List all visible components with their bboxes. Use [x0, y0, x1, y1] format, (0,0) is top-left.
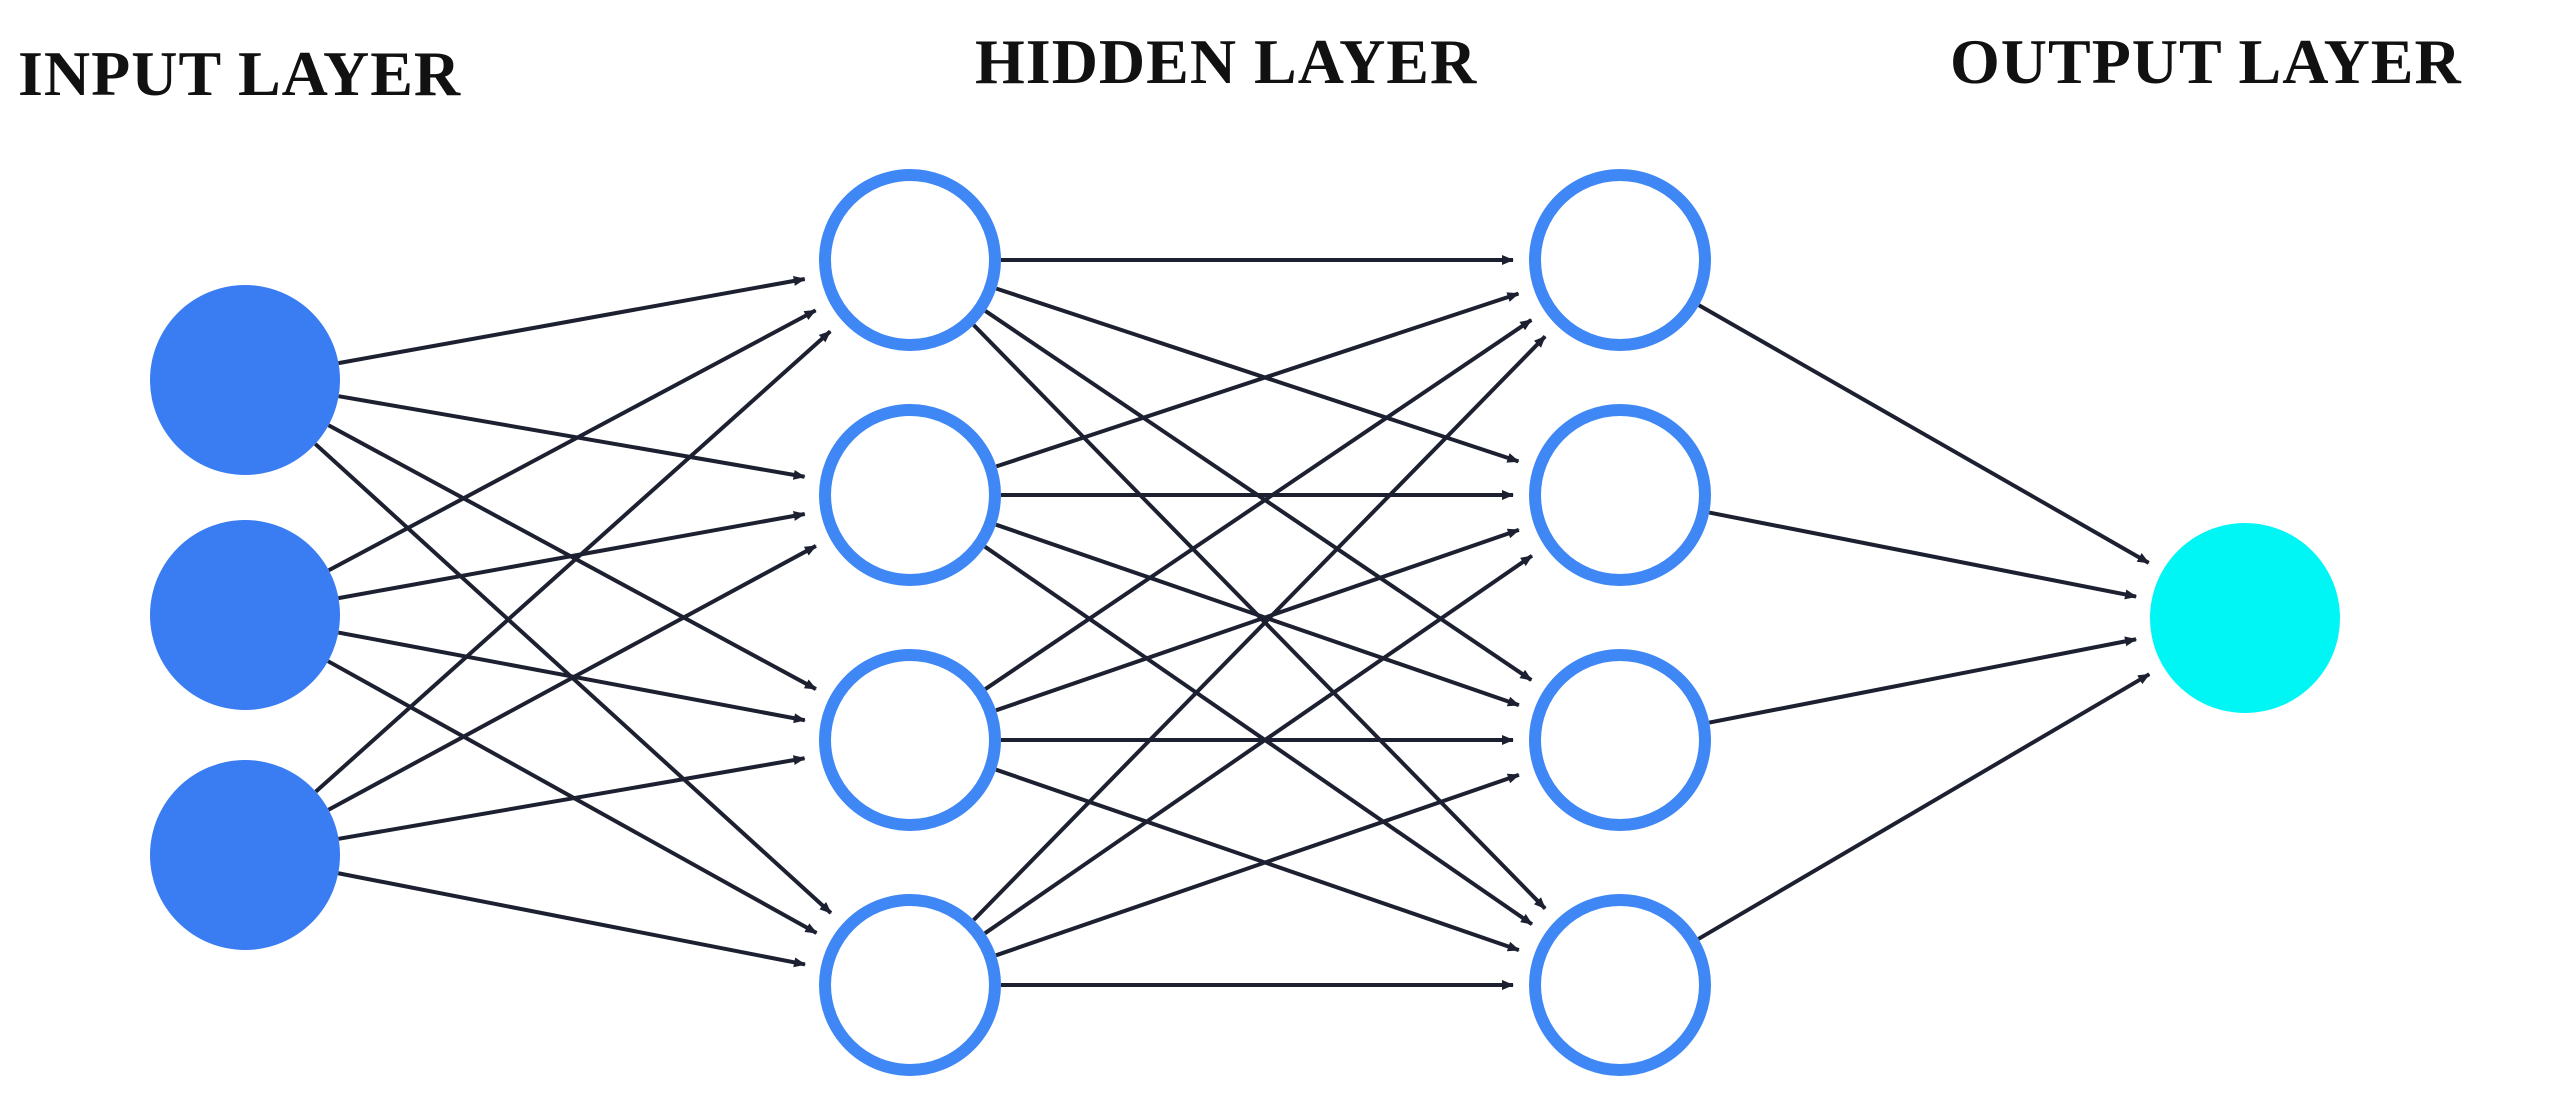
output-node-1	[2150, 523, 2340, 713]
edge-input-3-to-hidden1-1	[314, 329, 832, 794]
hidden-node-col1-1	[819, 169, 1001, 351]
edge-hidden1-3-to-hidden2-4	[995, 767, 1520, 952]
edge-hidden1-4-to-hidden2-1	[972, 335, 1547, 922]
edge-hidden2-3-to-output-1	[1708, 636, 2138, 725]
edge-hidden1-4-to-hidden2-3	[995, 773, 1520, 958]
hidden-node-col2-1	[1529, 169, 1711, 351]
input-layer-title: INPUT LAYER	[18, 38, 462, 109]
edge-input-3-to-hidden1-2	[327, 544, 817, 812]
edge-hidden1-2-to-hidden2-3	[995, 522, 1520, 707]
nodes-group	[150, 169, 2340, 1076]
hidden-node-col1-2	[819, 404, 1001, 586]
hidden-node-col1-3	[819, 649, 1001, 831]
edge-hidden2-2-to-output-1	[1708, 510, 2138, 600]
edge-hidden2-4-to-output-1	[1697, 672, 2151, 941]
hidden-node-col2-4	[1529, 894, 1711, 1076]
input-node-2	[150, 520, 340, 710]
edge-input-3-to-hidden1-4	[337, 871, 806, 968]
edge-hidden2-1-to-output-1	[1697, 303, 2150, 565]
edge-input-1-to-hidden1-1	[338, 276, 806, 366]
edge-input-1-to-hidden1-2	[338, 394, 806, 480]
edge-hidden1-1-to-hidden2-2	[995, 286, 1520, 464]
hidden-node-col1-4	[819, 894, 1001, 1076]
edge-hidden1-2-to-hidden2-1	[995, 291, 1520, 469]
edge-input-2-to-hidden1-2	[338, 511, 806, 601]
edge-input-2-to-hidden1-1	[327, 308, 817, 573]
edge-hidden1-4-to-hidden2-2	[983, 554, 1534, 935]
input-node-3	[150, 760, 340, 950]
edge-hidden1-3-to-hidden2-2	[995, 528, 1520, 713]
edge-hidden1-3-to-hidden2-1	[984, 318, 1533, 691]
hidden-node-col2-2	[1529, 404, 1711, 586]
hidden-layer-title: HIDDEN LAYER	[975, 26, 1478, 97]
edge-input-3-to-hidden1-3	[338, 755, 806, 841]
input-node-1	[150, 285, 340, 475]
edge-hidden1-2-to-hidden2-4	[983, 545, 1534, 926]
hidden-node-col2-3	[1529, 649, 1711, 831]
connections-group	[313, 255, 2151, 990]
output-layer-title: OUTPUT LAYER	[1950, 26, 2462, 97]
